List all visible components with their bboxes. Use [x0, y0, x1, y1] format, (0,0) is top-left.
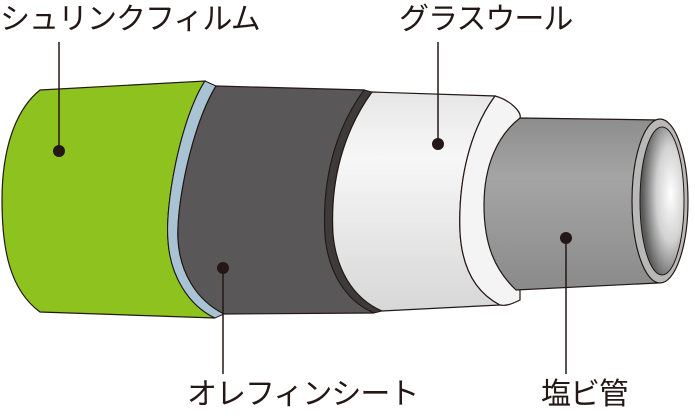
label-olefin-sheet: オレフィンシート	[187, 377, 419, 412]
label-glass-wool: グラスウール	[399, 2, 573, 37]
leader-glass-wool	[432, 42, 444, 150]
label-pvc-pipe: 塩ビ管	[541, 377, 629, 412]
pvc-pipe-layer	[483, 117, 689, 291]
leader-shrink-film	[53, 42, 65, 157]
label-shrink-film: シュリンクフィルム	[0, 2, 261, 37]
leader-olefin-sheet	[217, 262, 229, 374]
leader-pvc-pipe	[560, 232, 572, 374]
